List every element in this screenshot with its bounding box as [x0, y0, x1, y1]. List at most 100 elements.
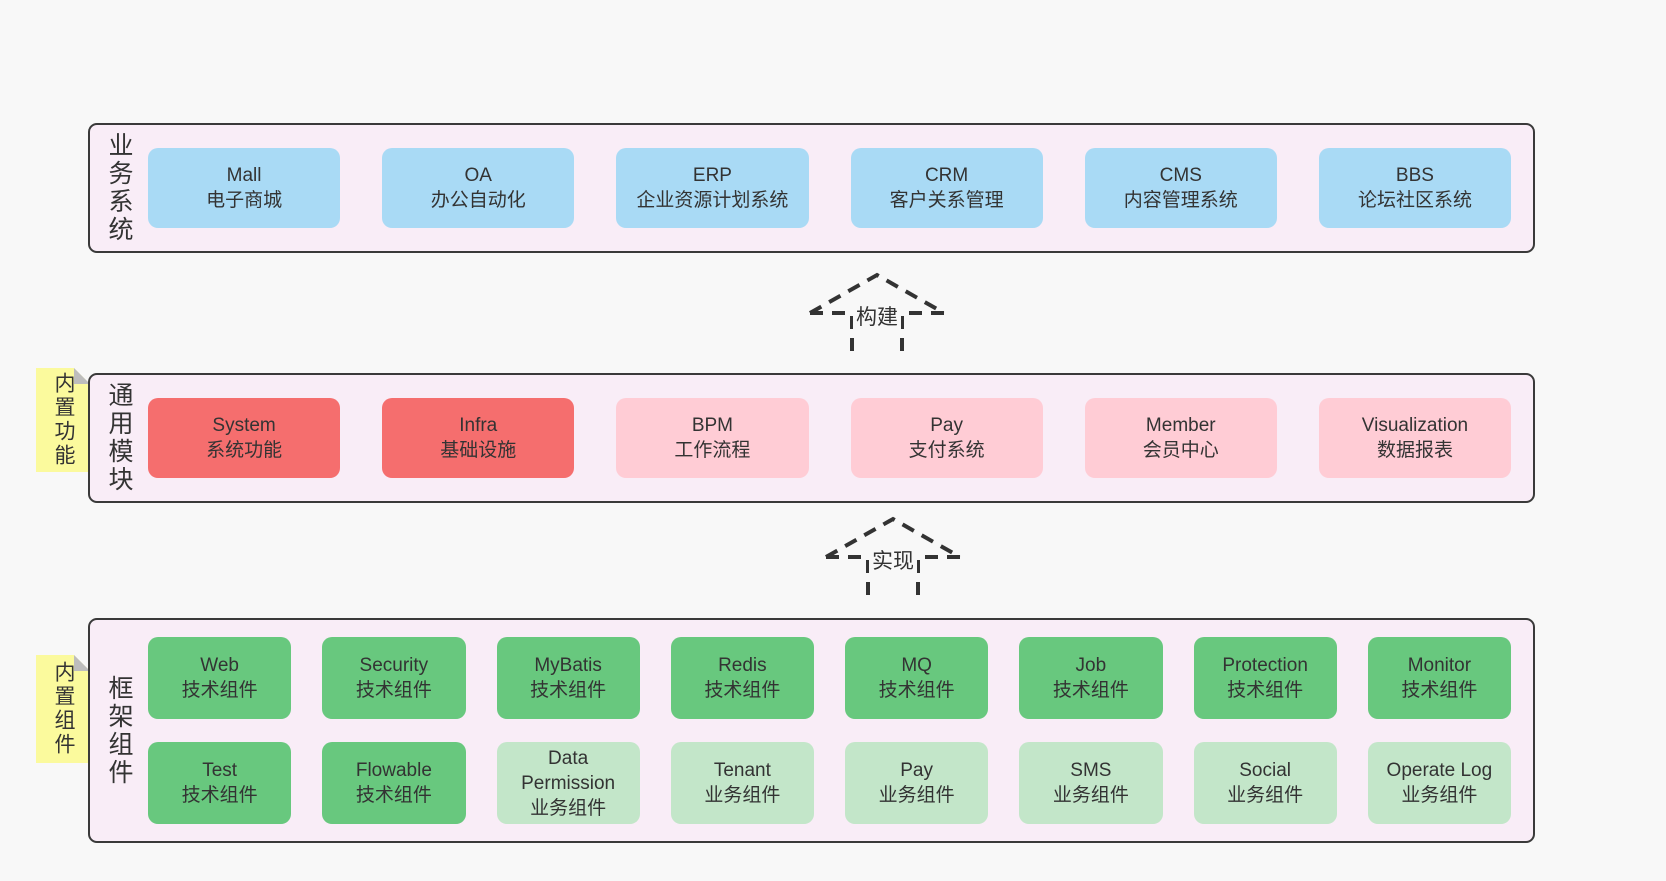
box-title: Monitor [1407, 655, 1472, 676]
sticky-note-built-in-features: 内置功能 [36, 368, 90, 472]
box-title: Data Permission [521, 747, 616, 794]
build-arrow: 构建 [807, 272, 947, 357]
box-title: OA [464, 165, 492, 186]
box-title: MQ [901, 655, 932, 676]
box-tenant: Tenant 业务组件 [670, 742, 814, 824]
box-title: CMS [1159, 165, 1202, 186]
box-mybatis: MyBatis 技术组件 [496, 637, 640, 719]
box-subtitle: 技术组件 [704, 680, 781, 701]
box-subtitle: 论坛社区系统 [1357, 190, 1472, 211]
box-title: Job [1075, 655, 1107, 676]
box-title: BPM [691, 415, 734, 436]
box-operate-log: Operate Log 业务组件 [1367, 742, 1511, 824]
box-pay-business: Pay 业务组件 [845, 742, 989, 824]
up-arrow-icon [825, 516, 961, 601]
box-subtitle: 业务组件 [1401, 785, 1478, 806]
box-subtitle: 支付系统 [908, 440, 985, 461]
box-subtitle: 技术组件 [530, 680, 607, 701]
box-subtitle: 业务组件 [1227, 785, 1304, 806]
box-mq: MQ 技术组件 [845, 637, 989, 719]
box-data-permission: Data Permission 业务组件 [496, 742, 640, 824]
component-boxes-grid: Web 技术组件 Security 技术组件 MyBatis 技术组件 Redi… [148, 637, 1533, 824]
box-subtitle: 技术组件 [1227, 680, 1304, 701]
box-social: Social 业务组件 [1193, 742, 1337, 824]
box-subtitle: 技术组件 [181, 785, 258, 806]
box-title: CRM [924, 165, 969, 186]
note-label: 内置组件 [52, 661, 75, 757]
box-flowable: Flowable 技术组件 [322, 742, 466, 824]
box-subtitle: 电子商城 [206, 190, 283, 211]
box-visualization: Visualization 数据报表 [1318, 398, 1512, 478]
box-title: Redis [718, 655, 767, 676]
module-boxes-row: System 系统功能 Infra 基础设施 BPM 工作流程 Pay 支付系统… [148, 398, 1533, 478]
layer-business-systems: 业务系统 Mall 电子商城 OA 办公自动化 ERP 企业资源计划系统 CRM… [88, 123, 1535, 253]
layer-common-modules: 通用模块 System 系统功能 Infra 基础设施 BPM 工作流程 Pay… [88, 373, 1535, 503]
implement-arrow-label: 实现 [869, 549, 917, 575]
box-subtitle: 办公自动化 [430, 190, 526, 211]
box-subtitle: 技术组件 [878, 680, 955, 701]
box-title: Member [1145, 415, 1216, 436]
box-subtitle: 内容管理系统 [1123, 190, 1238, 211]
box-title: Security [359, 655, 429, 676]
up-arrow-icon [809, 272, 945, 357]
box-oa: OA 办公自动化 [382, 148, 575, 228]
sticky-note-built-in-components: 内置组件 [36, 655, 90, 763]
box-redis: Redis 技术组件 [670, 637, 814, 719]
box-subtitle: 业务组件 [704, 785, 781, 806]
box-title: Tenant [713, 760, 771, 781]
implement-arrow: 实现 [823, 516, 963, 601]
box-monitor: Monitor 技术组件 [1367, 637, 1511, 719]
box-pay: Pay 支付系统 [850, 398, 1043, 478]
box-title: System [212, 415, 276, 436]
layer-framework-components: 框架组件 Web 技术组件 Security 技术组件 MyBatis 技术组件… [88, 618, 1535, 843]
box-title: Operate Log [1386, 760, 1493, 781]
box-subtitle: 企业资源计划系统 [636, 190, 789, 211]
box-crm: CRM 客户关系管理 [850, 148, 1043, 228]
box-title: Mall [226, 165, 262, 186]
box-subtitle: 业务组件 [1052, 785, 1129, 806]
box-security: Security 技术组件 [322, 637, 466, 719]
box-subtitle: 技术组件 [355, 785, 432, 806]
box-subtitle: 工作流程 [674, 440, 751, 461]
box-mall: Mall 电子商城 [148, 148, 341, 228]
box-system: System 系统功能 [148, 398, 341, 478]
layer-label-components: 框架组件 [105, 674, 133, 787]
box-title: SMS [1070, 760, 1112, 781]
box-title: Infra [459, 415, 498, 436]
box-title: BBS [1395, 165, 1434, 186]
box-bbs: BBS 论坛社区系统 [1318, 148, 1512, 228]
box-infra: Infra 基础设施 [382, 398, 575, 478]
box-title: Social [1239, 760, 1291, 781]
box-job: Job 技术组件 [1019, 637, 1163, 719]
box-member: Member 会员中心 [1084, 398, 1277, 478]
box-subtitle: 系统功能 [206, 440, 283, 461]
box-title: Protection [1222, 655, 1308, 676]
box-title: ERP [692, 165, 732, 186]
box-title: MyBatis [534, 655, 602, 676]
box-web: Web 技术组件 [148, 637, 292, 719]
box-subtitle: 技术组件 [181, 680, 258, 701]
box-title: Flowable [355, 760, 432, 781]
box-subtitle: 基础设施 [440, 440, 517, 461]
box-subtitle: 技术组件 [1401, 680, 1478, 701]
box-bpm: BPM 工作流程 [616, 398, 809, 478]
box-sms: SMS 业务组件 [1019, 742, 1163, 824]
box-cms: CMS 内容管理系统 [1084, 148, 1277, 228]
box-title: Web [200, 655, 239, 676]
build-arrow-label: 构建 [853, 305, 901, 331]
layer-label-modules: 通用模块 [105, 382, 133, 494]
box-protection: Protection 技术组件 [1193, 637, 1337, 719]
box-subtitle: 技术组件 [1052, 680, 1129, 701]
box-title: Visualization [1361, 415, 1469, 436]
box-subtitle: 会员中心 [1142, 440, 1219, 461]
layer-label-business: 业务系统 [105, 132, 133, 244]
box-title: Pay [900, 760, 933, 781]
box-title: Pay [930, 415, 963, 436]
box-subtitle: 业务组件 [530, 797, 607, 819]
business-boxes-row: Mall 电子商城 OA 办公自动化 ERP 企业资源计划系统 CRM 客户关系… [148, 148, 1533, 228]
box-subtitle: 数据报表 [1376, 440, 1453, 461]
box-subtitle: 客户关系管理 [889, 190, 1004, 211]
box-test: Test 技术组件 [148, 742, 292, 824]
box-title: Test [202, 760, 238, 781]
